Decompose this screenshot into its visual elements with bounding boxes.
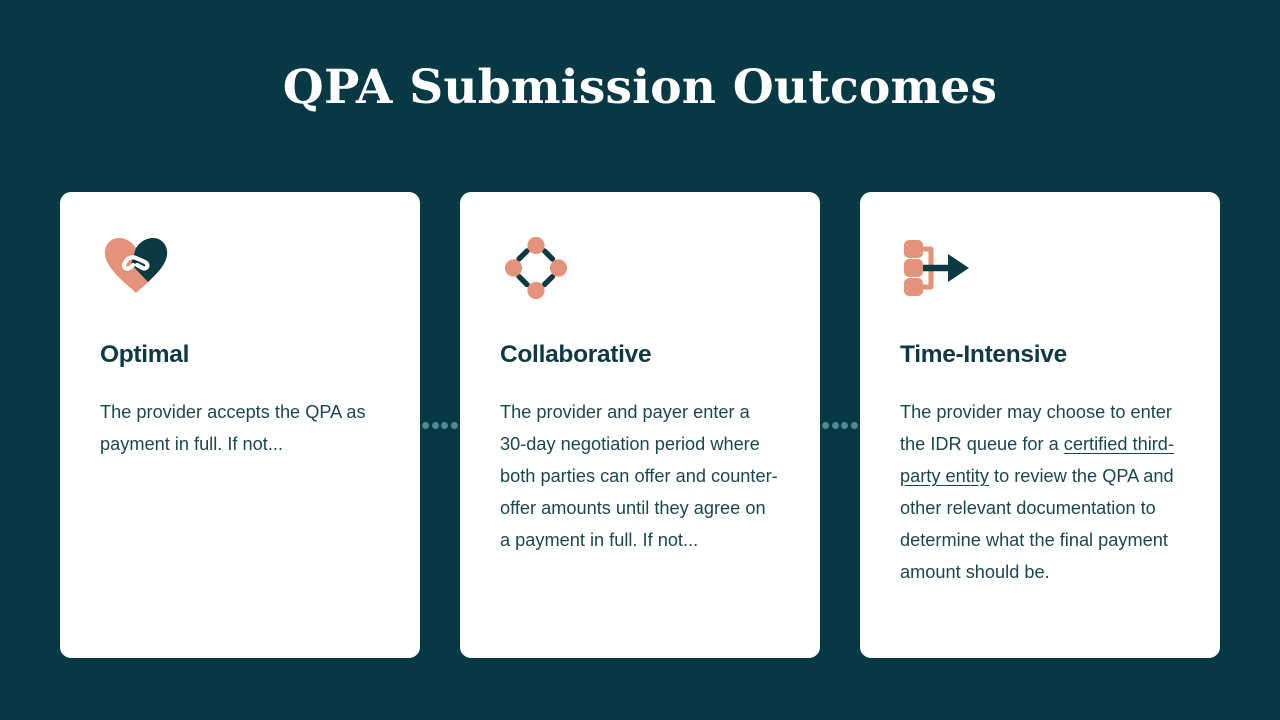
connector-dot [831, 421, 839, 429]
card-body-text-before: The provider may choose to enter the IDR… [900, 402, 1172, 454]
cards-row: Optimal The provider accepts the QPA as … [60, 192, 1220, 658]
connector-dot [431, 421, 439, 429]
connector-dot [841, 421, 849, 429]
card-body-text: The provider accepts the QPA as payment … [100, 402, 366, 454]
card-body-text: The provider and payer enter a 30-day ne… [500, 402, 778, 550]
connector-dot [850, 421, 858, 429]
connector-2-3 [820, 192, 860, 658]
card-heading: Time-Intensive [900, 341, 1067, 368]
card-heading: Optimal [100, 341, 190, 368]
connector-1-2 [420, 192, 460, 658]
card-collaborative[interactable]: Collaborative The provider and payer ent… [460, 192, 820, 658]
card-body: The provider accepts the QPA as payment … [100, 396, 380, 460]
connector-dot [822, 421, 829, 429]
card-optimal[interactable]: Optimal The provider accepts the QPA as … [60, 192, 420, 658]
heart-handshake-icon [100, 232, 172, 304]
card-body: The provider may choose to enter the IDR… [900, 396, 1180, 588]
card-body-text-after: to review the QPA and other relevant doc… [900, 466, 1174, 582]
page-title: QPA Submission Outcomes [282, 60, 998, 115]
connector-dot [441, 421, 449, 429]
connector-dot [450, 421, 458, 429]
connector-dot [422, 421, 429, 429]
certified-third-party-entity-link[interactable]: certified third-party entity [900, 434, 1174, 486]
card-heading: Collaborative [500, 341, 652, 368]
card-time-intensive[interactable]: Time-Intensive The provider may choose t… [860, 192, 1220, 658]
workflow-arrow-icon [900, 232, 972, 304]
card-body: The provider and payer enter a 30-day ne… [500, 396, 780, 556]
network-nodes-icon [500, 232, 572, 304]
